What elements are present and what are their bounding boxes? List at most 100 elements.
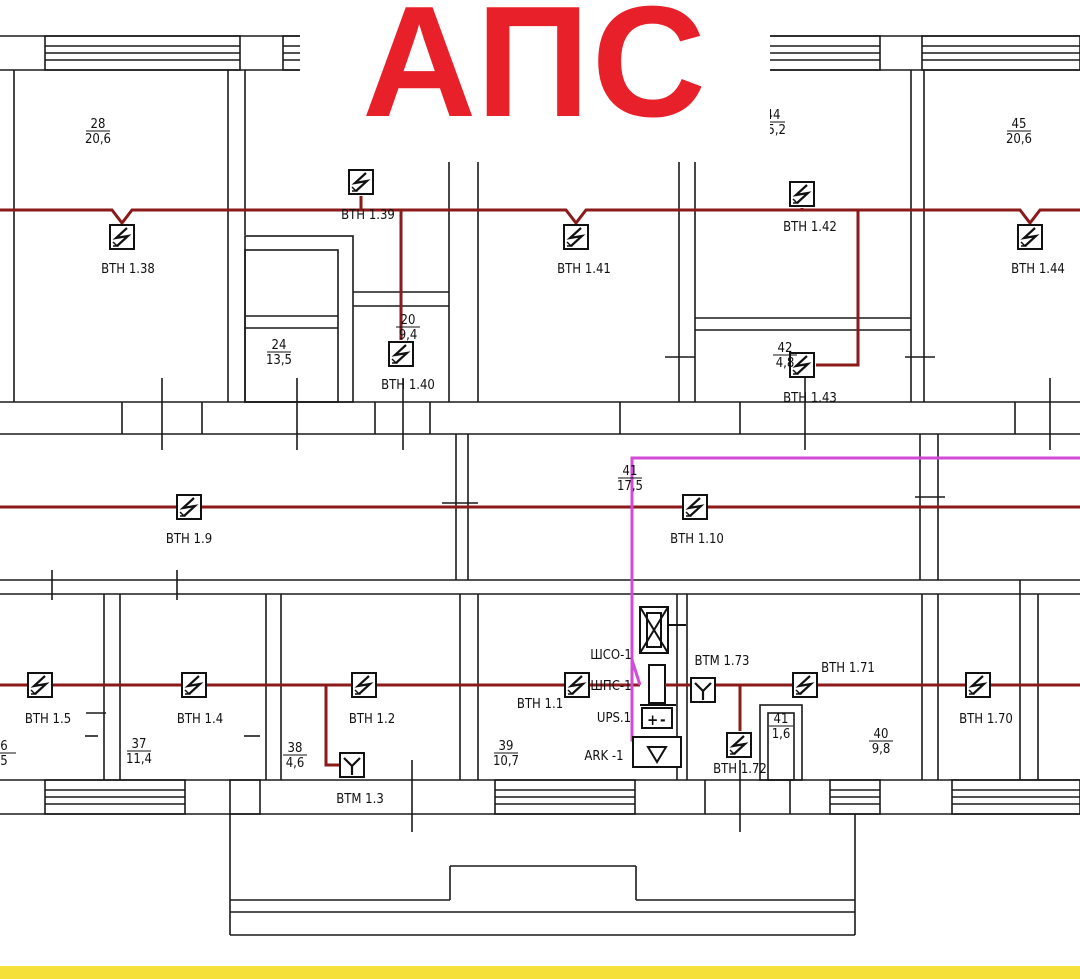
lightning-icon bbox=[792, 355, 812, 375]
lightning-icon bbox=[30, 675, 50, 695]
lightning-icon bbox=[354, 675, 374, 695]
detector-label: ВТН 1.71 bbox=[821, 661, 875, 676]
detector-label: ВТН 1.2 bbox=[349, 712, 395, 727]
svg-text:+: + bbox=[647, 711, 658, 729]
detector-label: ВТН 1.5 bbox=[25, 712, 71, 727]
smoke-detector-d11[interactable]: ВТН 1.1 bbox=[517, 672, 590, 712]
bottom-bar bbox=[0, 966, 1080, 979]
room-area: 11,4 bbox=[126, 752, 152, 767]
arrow-icon bbox=[184, 689, 191, 695]
page-title: АПС bbox=[300, 0, 770, 142]
room-label: 409,8 bbox=[869, 727, 893, 757]
room-area: 9,8 bbox=[872, 742, 891, 757]
lightning-icon bbox=[566, 227, 586, 247]
room-number: 45 bbox=[1012, 117, 1027, 132]
smoke-detector-d138[interactable]: ВТН 1.38 bbox=[101, 224, 155, 277]
room-number: 20 bbox=[401, 313, 416, 328]
room-number: 37 bbox=[132, 737, 147, 752]
lightning-icon bbox=[685, 497, 705, 517]
equipment-label-ups: UPS.1 bbox=[597, 711, 631, 726]
smoke-detector-icon bbox=[1017, 224, 1043, 250]
manual-call-point-label: ВТМ 1.3 bbox=[336, 792, 384, 807]
lightning-icon bbox=[1020, 227, 1040, 247]
smoke-detector-d142[interactable]: ВТН 1.42 bbox=[783, 181, 837, 235]
smoke-detector-d110[interactable]: ВТН 1.10 bbox=[670, 494, 724, 547]
room-label: 384,6 bbox=[283, 741, 307, 771]
equipment-label-shso: ШСО-1 bbox=[590, 648, 632, 663]
equipment-label-ark: ARK -1 bbox=[584, 749, 623, 764]
smoke-detector-d19[interactable]: ВТН 1.9 bbox=[166, 494, 212, 547]
arrow-icon bbox=[30, 689, 37, 695]
arrow-icon bbox=[1020, 241, 1027, 247]
room-area: 4,8 bbox=[776, 356, 795, 371]
smoke-detector-d15[interactable]: ВТН 1.5 bbox=[25, 672, 71, 727]
arrow-icon bbox=[391, 358, 398, 364]
detector-label: ВТН 1.72 bbox=[713, 762, 767, 777]
detector-label: ВТН 1.42 bbox=[783, 220, 837, 235]
arrow-icon bbox=[179, 511, 186, 517]
arrow-icon bbox=[795, 689, 802, 695]
svg-text:-: - bbox=[660, 711, 666, 729]
smoke-detector-d172[interactable]: ВТН 1.72 bbox=[713, 732, 767, 777]
smoke-detector-d171[interactable]: ВТН 1.71 bbox=[792, 661, 875, 698]
room-area: 20,6 bbox=[1006, 132, 1032, 147]
detector-label: ВТН 1.41 bbox=[557, 262, 611, 277]
smoke-detector-d144[interactable]: ВТН 1.44 bbox=[1011, 224, 1065, 277]
arrow-icon bbox=[354, 689, 361, 695]
arrow-icon bbox=[351, 186, 358, 192]
arrow-icon bbox=[685, 511, 692, 517]
room-number: 24 bbox=[272, 338, 287, 353]
manual-call-point-m173[interactable]: ВТМ 1.73 bbox=[690, 654, 750, 703]
equipment-power-sign: + - bbox=[647, 711, 666, 729]
equipment-label-shps: ШПС-1 bbox=[590, 679, 631, 694]
lightning-icon bbox=[391, 344, 411, 364]
room-number: 42 bbox=[778, 341, 793, 356]
lightning-icon bbox=[795, 675, 815, 695]
alarm-loop bbox=[0, 196, 1080, 767]
smoke-detector-d139[interactable]: ВТН 1.39 bbox=[341, 169, 395, 223]
detector-label: ВТН 1.4 bbox=[177, 712, 223, 727]
room-number: 41 bbox=[623, 464, 638, 479]
lightning-icon bbox=[567, 675, 587, 695]
smoke-detector-d170[interactable]: ВТН 1.70 bbox=[959, 672, 1013, 727]
smoke-detector-d143[interactable]: ВТН 1.43 bbox=[783, 352, 837, 406]
arrow-icon bbox=[792, 198, 799, 204]
room-area: 1,6 bbox=[772, 727, 791, 742]
lightning-icon bbox=[184, 675, 204, 695]
manual-call-points: ВТМ 1.3 ВТМ 1.73 bbox=[336, 654, 749, 807]
smoke-detector-icon bbox=[348, 169, 374, 195]
smoke-detector-d12[interactable]: ВТН 1.2 bbox=[349, 672, 395, 727]
detector-label: ВТН 1.1 bbox=[517, 697, 563, 712]
room-label: 411,6 bbox=[769, 712, 793, 742]
walls bbox=[0, 35, 1080, 936]
smoke-detector-d14[interactable]: ВТН 1.4 bbox=[177, 672, 223, 727]
room-number: 6 bbox=[0, 739, 7, 754]
room-number: 38 bbox=[288, 741, 303, 756]
smoke-detector-icon bbox=[682, 494, 708, 520]
manual-call-point-m13[interactable]: ВТМ 1.3 bbox=[336, 752, 384, 807]
detector-label: ВТН 1.44 bbox=[1011, 262, 1065, 277]
room-area: 5 bbox=[0, 754, 7, 769]
arrow-icon bbox=[729, 749, 736, 755]
smoke-detector-d141[interactable]: ВТН 1.41 bbox=[557, 224, 611, 277]
arrow-icon bbox=[112, 241, 119, 247]
room-area: 4,6 bbox=[286, 756, 305, 771]
lightning-icon bbox=[792, 184, 812, 204]
lightning-icon bbox=[112, 227, 132, 247]
detector-label: ВТН 1.40 bbox=[381, 378, 435, 393]
room-area: 17,5 bbox=[617, 479, 643, 494]
room-number: 39 bbox=[499, 739, 514, 754]
smoke-detector-d140[interactable]: ВТН 1.40 bbox=[381, 341, 435, 393]
arrow-icon bbox=[566, 241, 573, 247]
room-label: 424,8 bbox=[773, 341, 797, 371]
room-number: 28 bbox=[91, 117, 106, 132]
detector-label: ВТН 1.10 bbox=[670, 532, 724, 547]
